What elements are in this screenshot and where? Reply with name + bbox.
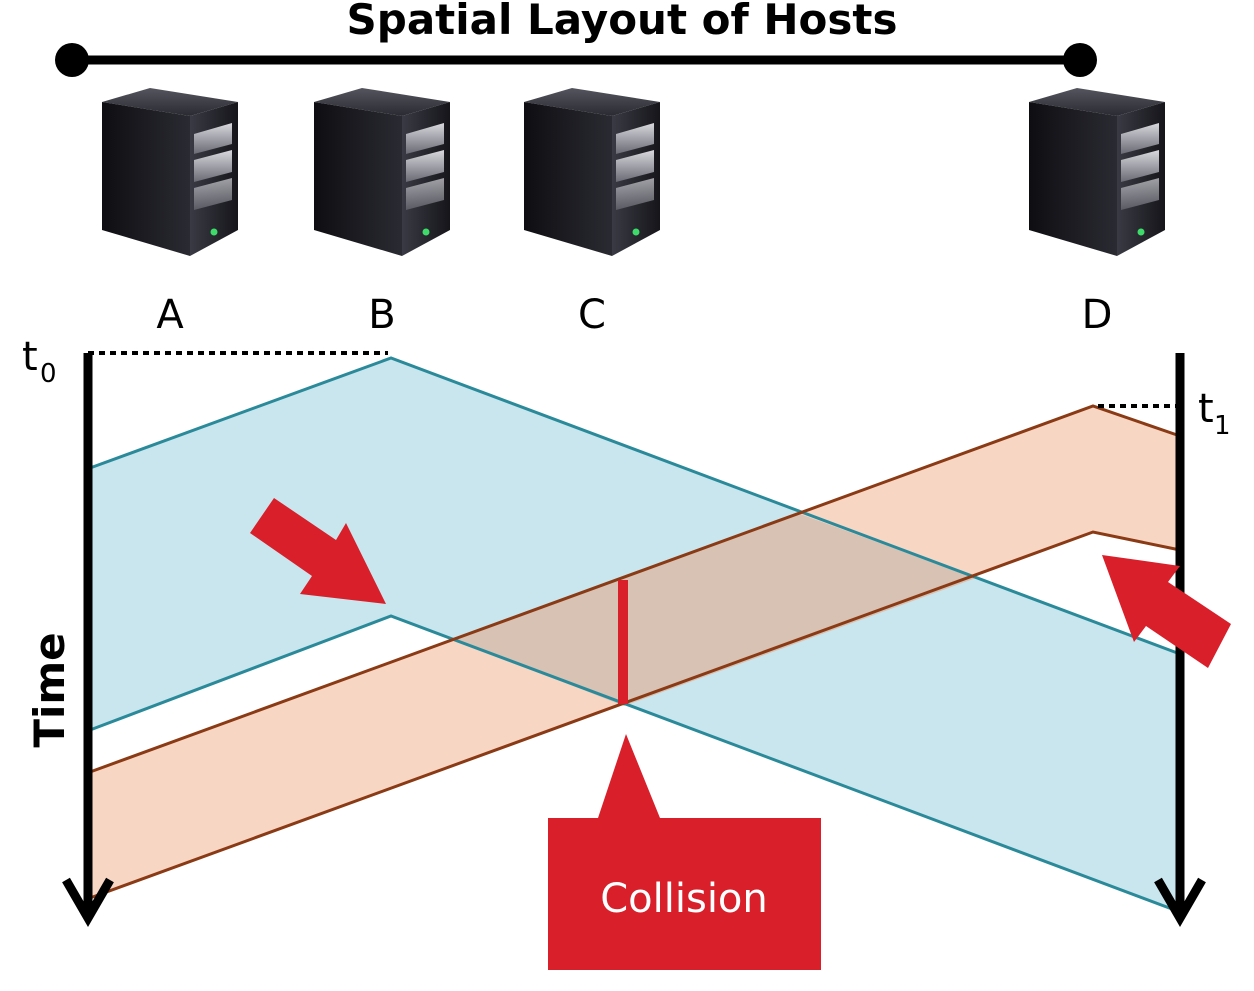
signal-d-trailing-edge: [89, 530, 1181, 900]
t1-subscript: 1: [1214, 411, 1231, 441]
server-icon-b: [314, 88, 450, 256]
t0-subscript: 0: [40, 359, 57, 389]
server-icon-d: [1029, 88, 1165, 256]
server-icon-c: [524, 88, 660, 256]
host-label-d: D: [1082, 292, 1113, 338]
signal-b-leading-edge: [89, 356, 1181, 656]
host-label-c: C: [578, 292, 606, 338]
time-axis-left-arrowhead: [62, 877, 114, 927]
t0-label: t: [22, 334, 38, 380]
signal-b-trailing-edge: [89, 614, 1181, 914]
overlap-region-lower: [456, 514, 976, 706]
cable-end-left: [55, 43, 89, 77]
t1-label: t: [1198, 386, 1214, 432]
server-icon-a: [102, 88, 238, 256]
collision-callout: [548, 734, 821, 970]
collision-callout-text: Collision: [600, 876, 768, 922]
time-axis-right-arrowhead: [1154, 877, 1206, 927]
arrow-pointer-d: [1102, 555, 1231, 668]
time-axis-label: Time: [25, 632, 74, 747]
cable-end-right: [1063, 43, 1097, 77]
host-label-a: A: [156, 292, 184, 338]
diagram-title: Spatial Layout of Hosts: [347, 0, 898, 44]
signal-d-leading-edge: [89, 404, 1181, 774]
host-label-b: B: [368, 292, 395, 338]
arrow-pointer-b: [250, 498, 386, 604]
